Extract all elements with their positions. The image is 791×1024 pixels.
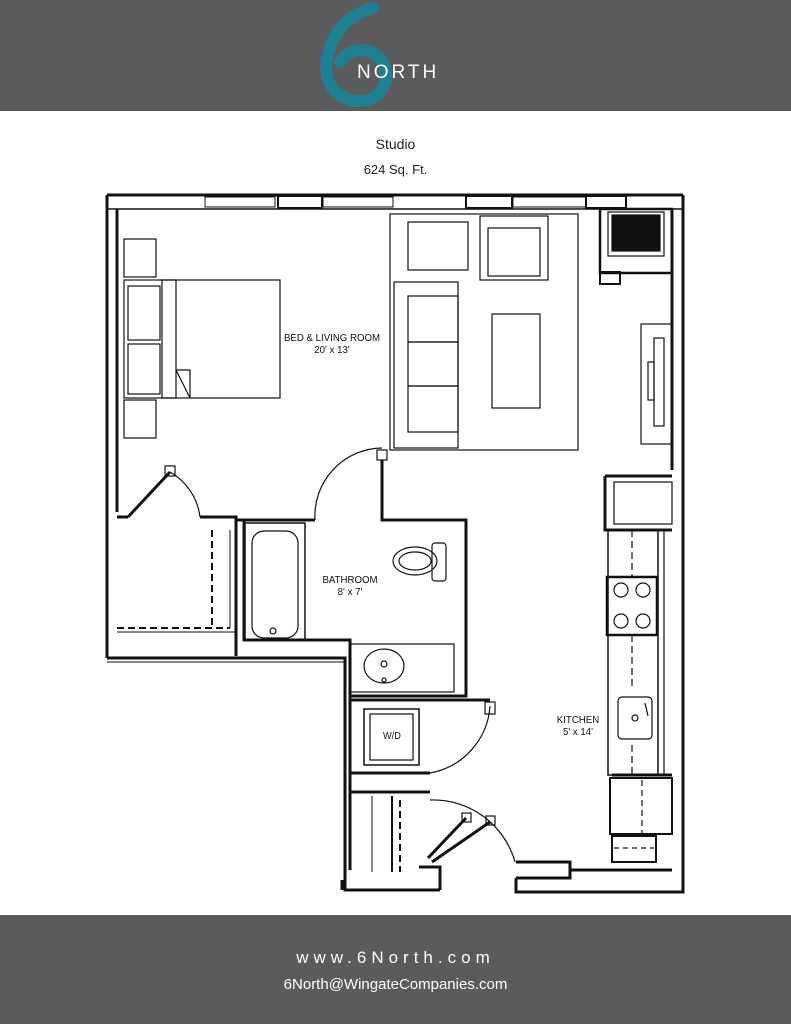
logo-six-icon	[320, 2, 393, 107]
header-band	[0, 0, 791, 111]
interior-walls	[117, 460, 672, 890]
outer-walls	[105, 193, 685, 894]
footer-email-link[interactable]: 6North@WingateCompanies.com	[283, 976, 508, 993]
room-label-bed-living: BED & LIVING ROOM 20' x 13'	[277, 332, 387, 356]
windows	[204, 195, 627, 209]
washer-dryer	[363, 708, 420, 766]
tv-console	[640, 323, 673, 445]
room-size-bed-living: 20' x 13'	[314, 344, 350, 356]
footer-website-link[interactable]: www.6North.com	[296, 948, 495, 967]
washer-dryer-label: W/D	[383, 731, 401, 742]
room-size-kitchen: 5' x 14'	[562, 726, 594, 738]
kitchen-counters	[605, 481, 673, 863]
room-label-kitchen: KITCHEN 5' x 14'	[547, 714, 610, 738]
room-name-bed-living: BED & LIVING ROOM	[283, 332, 381, 344]
footer-band	[0, 915, 791, 1024]
room-size-bathroom: 8' x 7'	[337, 586, 363, 598]
room-name-bathroom: BATHROOM	[322, 574, 378, 586]
logo-wordmark: NORTH	[357, 62, 440, 83]
bathroom-fixtures	[244, 522, 455, 693]
closet	[117, 530, 236, 633]
living-seating	[389, 213, 579, 451]
entry-closet	[371, 796, 401, 872]
room-name-kitchen: KITCHEN	[556, 714, 600, 726]
floor-plan	[105, 193, 685, 894]
unit-area: 624 Sq. Ft.	[363, 162, 428, 177]
unit-name: Studio	[375, 136, 416, 152]
fireplace	[598, 207, 674, 285]
brand-logo	[320, 2, 393, 107]
bed	[123, 238, 281, 439]
door-swings	[126, 447, 516, 864]
room-label-bathroom: BATHROOM 8' x 7'	[313, 574, 387, 598]
